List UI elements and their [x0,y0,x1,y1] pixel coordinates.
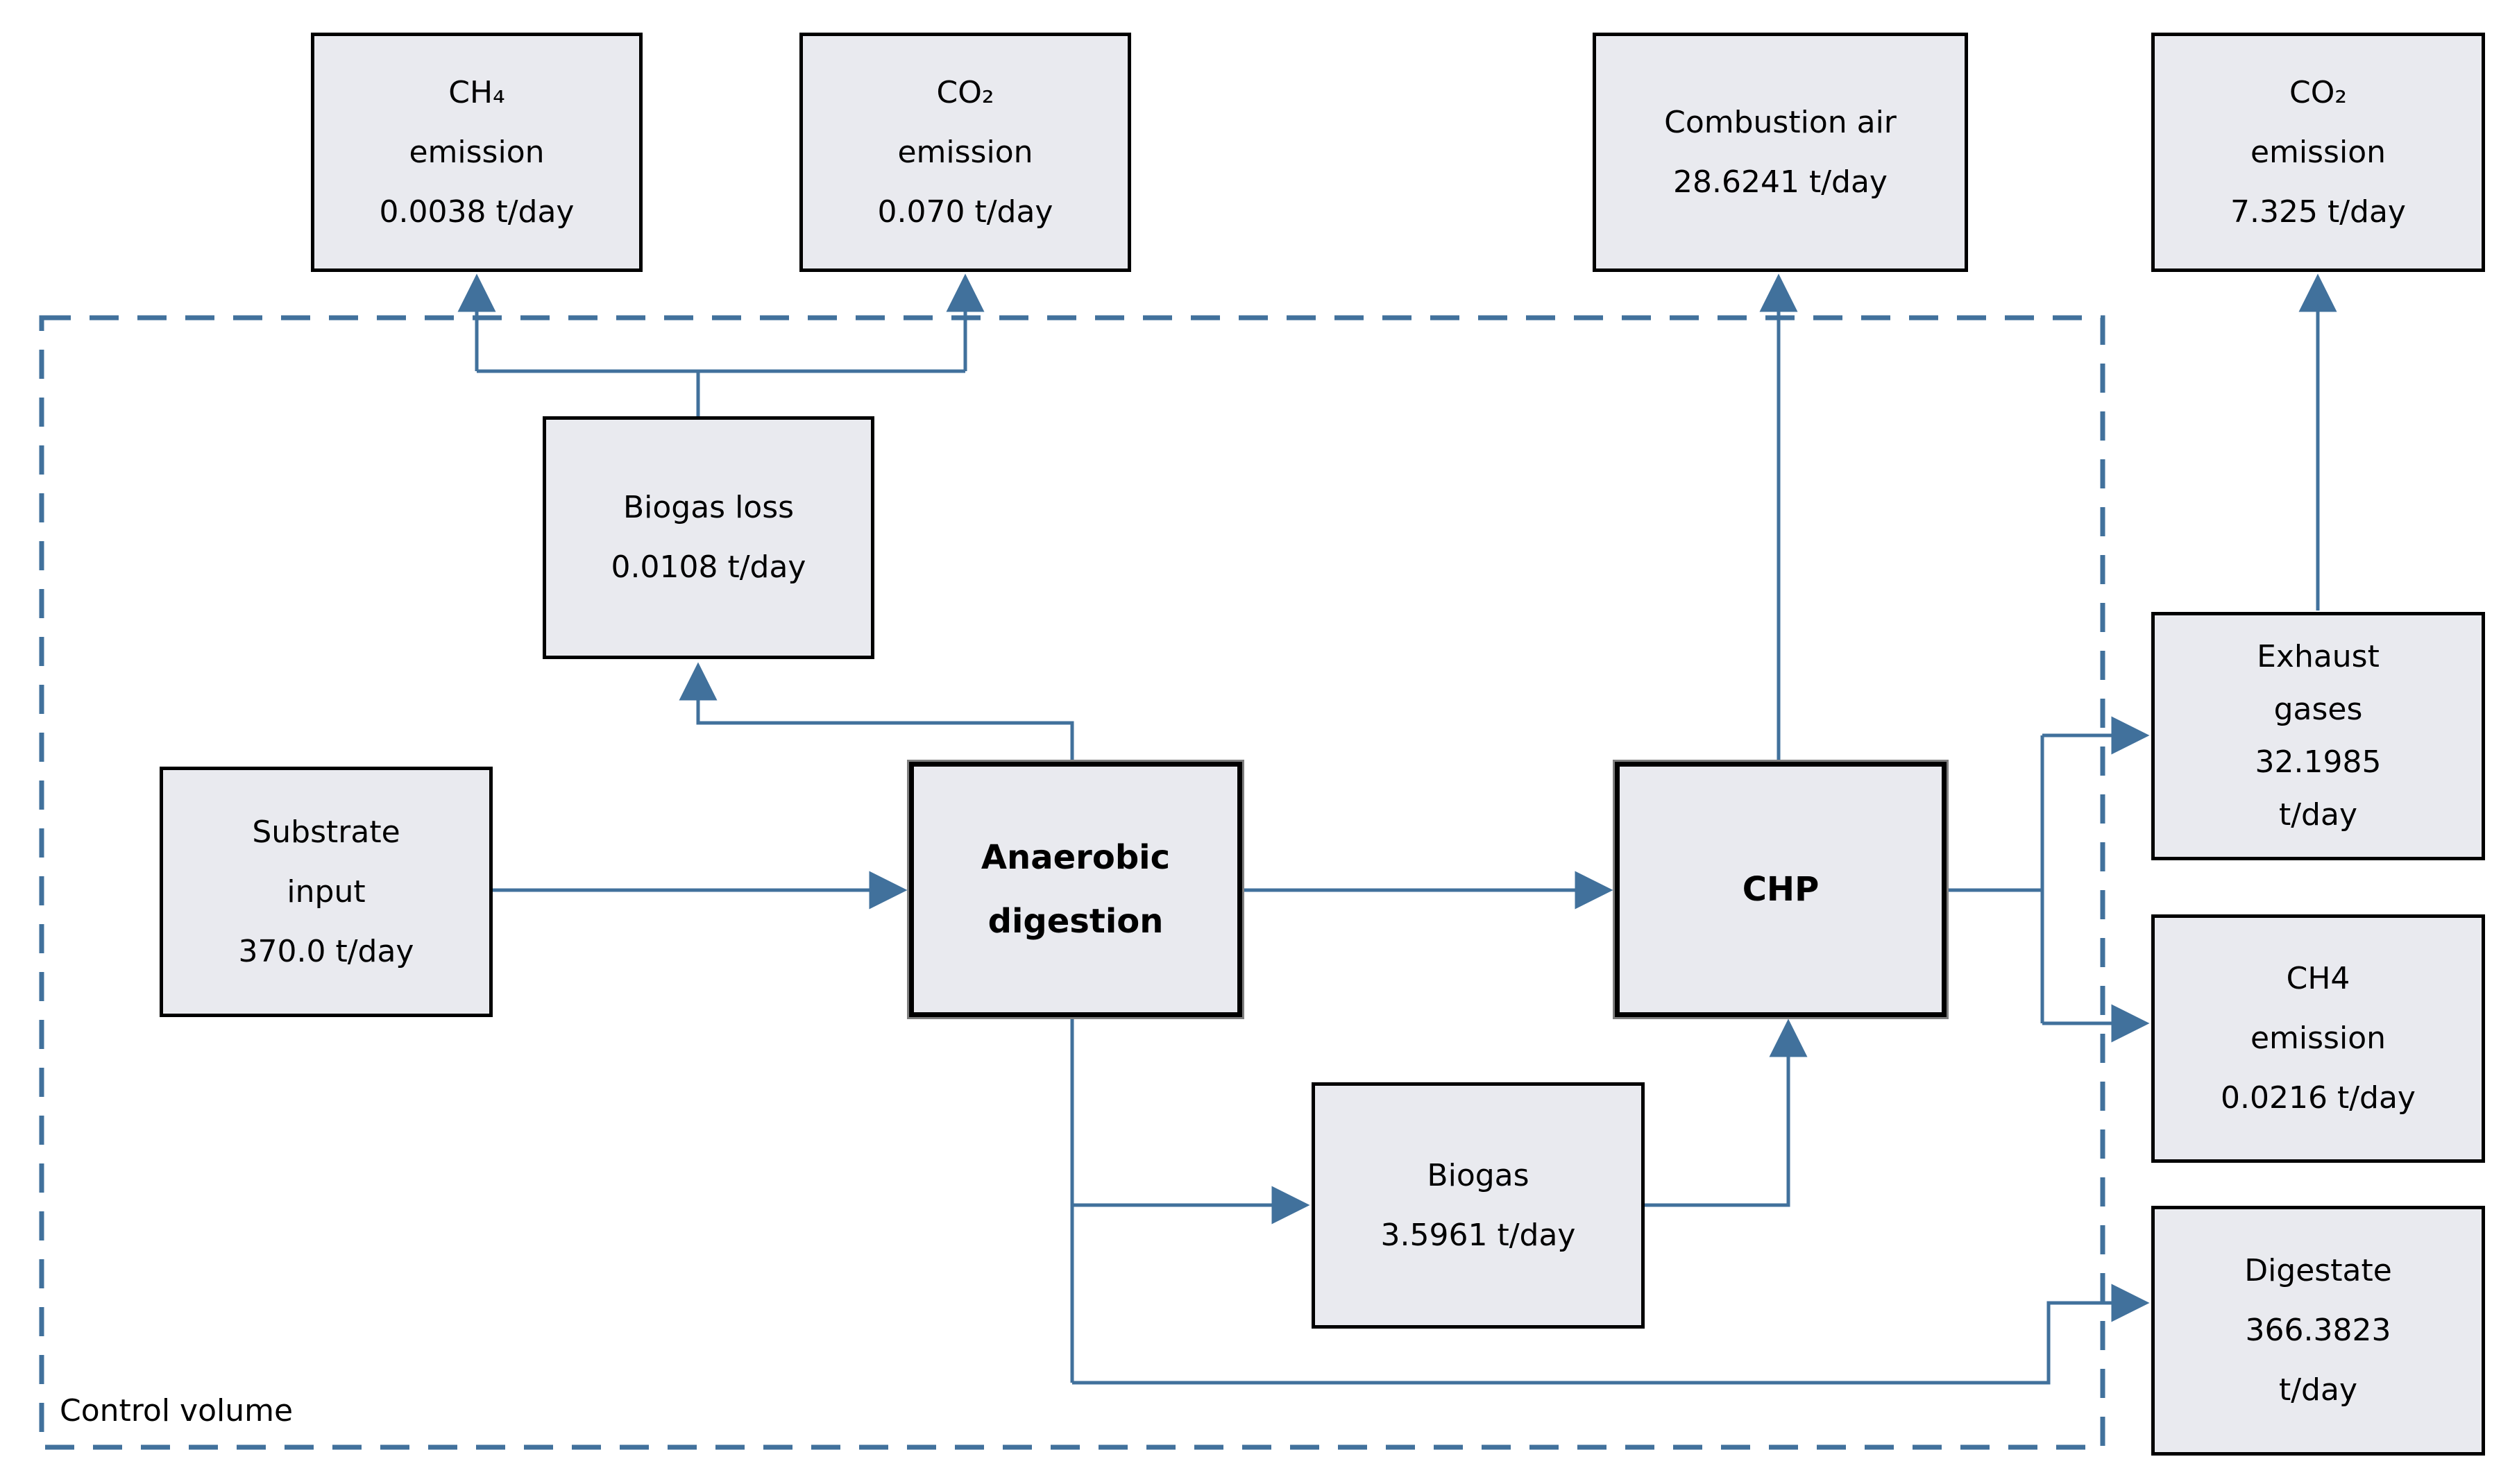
box-biogas: Biogas 3.5961 t/day [1312,1082,1645,1329]
box-line: emission [897,134,1033,170]
box-line: emission [2250,134,2386,170]
box-ch4-emission-right: CH4 emission 0.0216 t/day [2151,914,2485,1163]
flow-digestion-to-digestate [1072,1283,2150,1385]
box-line: 0.0038 t/day [379,194,575,230]
box-line: 32.1985 [2255,744,2382,780]
box-co2-emission-right: CO₂ emission 7.325 t/day [2151,33,2485,272]
box-chp: CHP [1613,760,1949,1019]
box-line: digestion [987,902,1164,941]
box-line: CH4 [2286,961,2350,996]
box-line: Biogas [1427,1157,1529,1193]
flow-digestion-to-biogas-loss [679,662,1074,763]
box-line: 366.3823 [2245,1313,2391,1348]
box-line: emission [409,134,545,170]
box-line: 28.6241 t/day [1673,164,1888,200]
box-line: t/day [2278,797,2357,833]
control-volume-boundary [39,315,2105,1450]
box-line: t/day [2278,1372,2357,1408]
box-line: Biogas loss [622,490,795,525]
box-line: 0.0108 t/day [611,549,806,585]
box-combustion-air: Combustion air 28.6241 t/day [1593,33,1968,272]
control-volume-label: Control volume [60,1393,294,1428]
flow-biogas-to-chp [1645,1018,1808,1207]
box-line: input [287,873,366,910]
box-line: Substrate [252,814,400,850]
box-line: CO₂ [2289,74,2347,110]
box-line: 0.0216 t/day [2221,1080,2416,1116]
box-substrate-input: Substrate input 370.0 t/day [160,767,493,1017]
box-co2-emission-top: CO₂ emission 0.070 t/day [799,33,1131,272]
box-line: Combustion air [1664,104,1897,140]
box-ch4-emission-top: CH₄ emission 0.0038 t/day [311,33,643,272]
box-line: 3.5961 t/day [1380,1217,1576,1253]
box-line: emission [2250,1021,2386,1056]
box-line: CO₂ [936,74,994,110]
box-digestate: Digestate 366.3823 t/day [2151,1206,2485,1456]
box-line: 7.325 t/day [2230,194,2406,230]
box-line: Digestate [2244,1253,2392,1288]
box-exhaust-gases: Exhaust gases 32.1985 t/day [2151,612,2485,860]
box-line: 0.070 t/day [877,194,1053,230]
box-line: CHP [1742,870,1820,909]
box-line: Anaerobic [981,838,1171,877]
box-line: CH₄ [448,74,505,110]
box-line: Exhaust [2257,639,2380,674]
box-anaerobic-digestion: Anaerobic digestion [907,760,1244,1019]
box-line: gases [2273,692,2363,727]
box-biogas-loss: Biogas loss 0.0108 t/day [543,416,874,659]
box-line: 370.0 t/day [238,933,414,969]
